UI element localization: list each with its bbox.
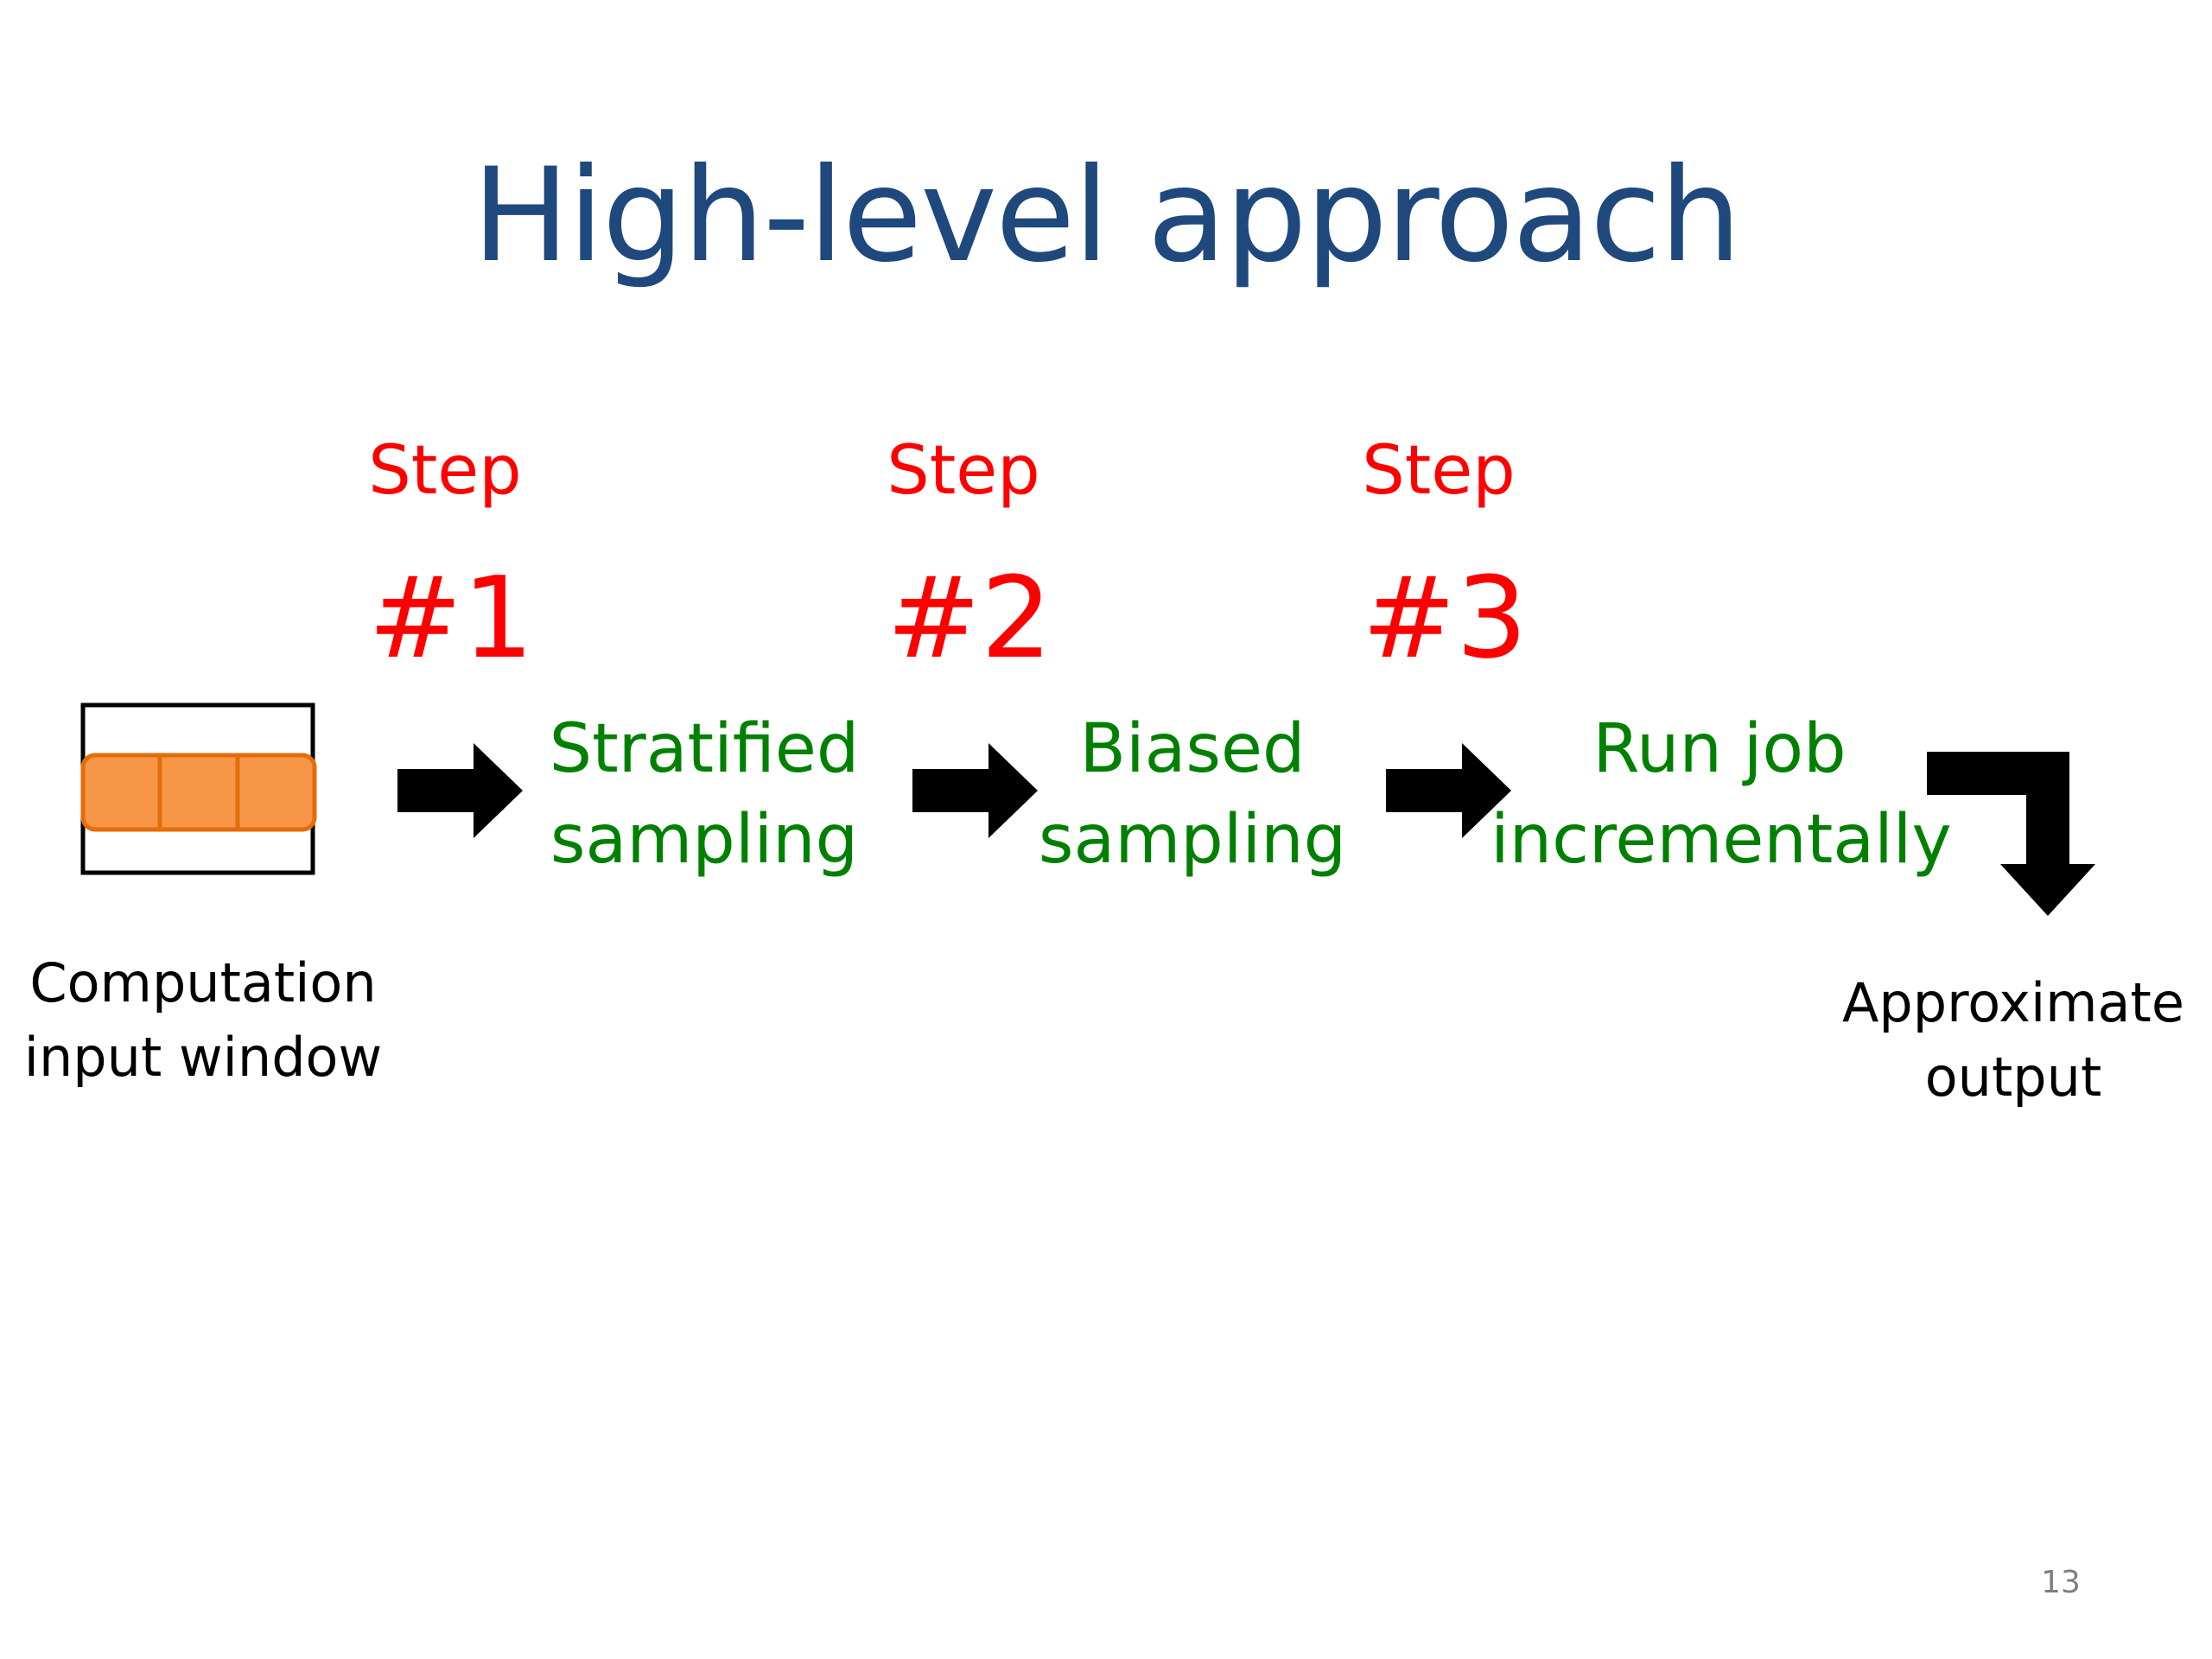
stage-3-line-1: Run job: [1592, 710, 1847, 788]
slide-title: High-level approach: [472, 141, 1741, 291]
stage-1-line-2: sampling: [550, 801, 859, 879]
sample-strip: [80, 753, 317, 832]
stage-2-line-1: Biased: [1079, 710, 1306, 788]
arrow-right-icon: [397, 743, 523, 838]
output-label-line-1: Approximate: [1841, 971, 2185, 1034]
step-1-number: #1: [368, 552, 534, 683]
output-label-line-2: output: [1924, 1046, 2102, 1109]
stage-1-label: Stratified sampling: [536, 704, 873, 886]
step-2-number: #2: [887, 552, 1052, 683]
step-3-word: Step: [1362, 432, 1516, 510]
input-window-diagram: [80, 702, 317, 875]
output-label: Approximate output: [1823, 966, 2203, 1115]
stage-1-line-1: Stratified: [549, 710, 860, 788]
step-3-number: #3: [1362, 552, 1528, 683]
step-2-word: Step: [887, 432, 1040, 510]
arrow-right-icon: [912, 743, 1038, 838]
input-label-line-1: Computation: [29, 951, 377, 1014]
step-1-word: Step: [368, 432, 522, 510]
stage-3-label: Run job incrementally: [1491, 704, 1952, 886]
stage-2-line-2: sampling: [1038, 801, 1347, 879]
page-number: 13: [2041, 1565, 2081, 1600]
arrow-right-icon: [1386, 743, 1511, 838]
input-label: Computation input window: [0, 946, 406, 1095]
input-label-line-2: input window: [23, 1026, 383, 1089]
stage-3-line-2: incrementally: [1491, 801, 1952, 879]
stage-2-label: Biased sampling: [1028, 704, 1357, 886]
arrow-bent-down-icon: [1927, 752, 2095, 916]
